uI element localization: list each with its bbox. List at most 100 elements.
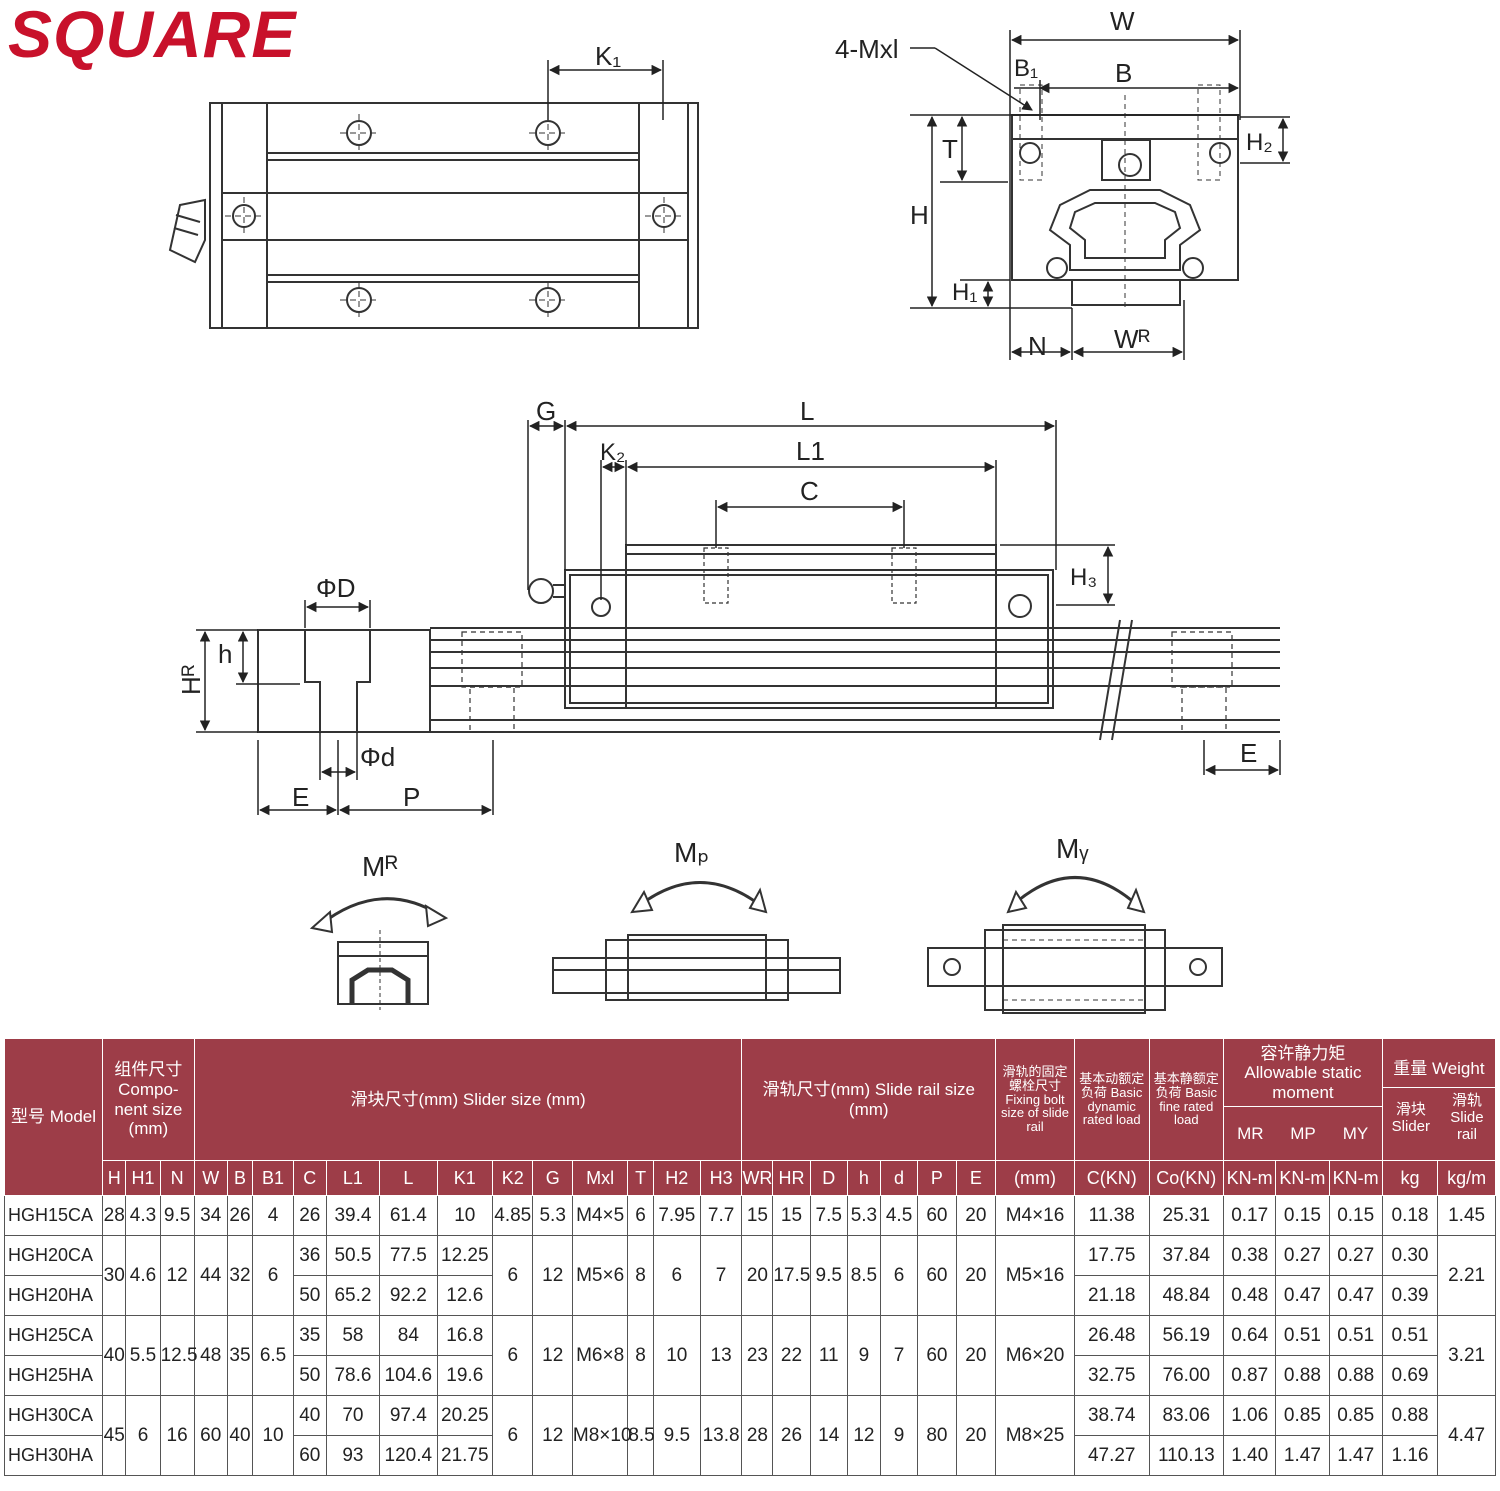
header-component: 组件尺寸 Compo- nent size (mm) [102,1038,195,1161]
table-cell: 77.5 [379,1235,438,1276]
column-header: H2 [652,1160,701,1196]
table-cell: 20 [955,1395,997,1476]
g-label: G [536,396,556,426]
table-cell: 15 [772,1195,811,1236]
table-cell: 16.8 [436,1315,494,1356]
table-cell: 39.4 [325,1195,381,1236]
h3-label: H₃ [1070,564,1097,591]
model-cell: HGH25HA [3,1355,104,1396]
table-cell: 25.31 [1148,1195,1225,1236]
table-cell: 10 [252,1395,294,1476]
column-header: K2 [491,1160,534,1196]
model-cell: HGH30HA [3,1435,104,1476]
header-moment-title: 容许静力矩 Allowable static moment [1224,1040,1382,1108]
h-label: H [910,200,929,230]
table-cell: 15 [741,1195,774,1236]
e-label: E [292,782,309,812]
weight-slider-label: 滑块 Slider [1391,1100,1431,1135]
table-cell: 5.3 [532,1195,573,1236]
table-cell: M5×16 [995,1235,1075,1316]
table-cell: 58 [325,1315,381,1356]
wr-label: Wᴿ [1114,324,1151,354]
c-label: C [800,476,819,506]
side-view-dims [196,420,1281,816]
column-header: B1 [252,1160,294,1196]
table-cell: 56.19 [1148,1315,1225,1356]
column-header: H1 [125,1160,161,1196]
table-cell: 1.45 [1437,1195,1496,1236]
table-cell: M8×10 [571,1395,632,1476]
header-stat: 基本静额定负荷 Basic fine rated load [1148,1038,1225,1161]
table-cell: 76.00 [1148,1355,1225,1396]
column-header: H3 [699,1160,743,1196]
table-cell: 23 [741,1315,774,1396]
h2-label: H₂ [1246,129,1273,156]
column-header: T [627,1160,654,1196]
table-cell: 35 [292,1315,327,1356]
l-label: L [800,396,814,426]
table-cell: 40 [292,1395,327,1436]
table-cell: 60 [193,1395,228,1476]
table-cell: 38.74 [1073,1395,1150,1436]
table-cell: 4 [252,1195,294,1236]
column-header: kg/m [1437,1160,1496,1196]
column-header: K1 [436,1160,494,1196]
table-cell: 48 [193,1315,228,1396]
header-weight: 重量 Weight 滑块 Slider 滑轨 Slide rail [1381,1038,1497,1161]
table-cell: 22 [772,1315,811,1396]
table-cell: 0.88 [1328,1355,1383,1396]
b1-label: B₁ [1014,55,1038,82]
column-header: C [292,1160,327,1196]
table-cell: 20.25 [436,1395,494,1436]
table-cell: 0.85 [1328,1395,1383,1436]
table-cell: 26 [226,1195,254,1236]
table-cell: 12 [532,1395,573,1476]
table-cell: 6.5 [252,1315,294,1396]
t-label: T [942,134,958,164]
table-cell: 0.15 [1328,1195,1383,1236]
table-cell: 26 [772,1395,811,1476]
table-cell: 20 [955,1235,997,1316]
table-cell: 0.88 [1275,1355,1330,1396]
table-cell: 1.40 [1223,1435,1277,1476]
table-cell: M6×20 [995,1315,1075,1396]
table-cell: 12 [159,1235,195,1316]
table-cell: 6 [491,1235,534,1316]
table-cell: 11 [809,1315,848,1396]
table-cell: 1.06 [1223,1395,1277,1436]
table-cell: 45 [102,1395,127,1476]
brand-title: SQUARE [8,0,297,71]
h-small-label: h [218,639,232,669]
table-cell: 6 [252,1235,294,1316]
table-cell: 26.48 [1073,1315,1150,1356]
mr-label: Mᴿ [362,851,398,882]
table-cell: 34 [193,1195,228,1236]
table-cell: 1.47 [1275,1435,1330,1476]
header-rail: 滑轨尺寸(mm) Slide rail size (mm) [741,1038,997,1161]
table-cell: 8 [627,1235,654,1316]
p-label: P [403,782,420,812]
h1-label: H₁ [952,279,977,306]
column-header: L1 [325,1160,381,1196]
column-header: (mm) [995,1160,1075,1196]
header-model: 型号 Model [3,1038,104,1196]
column-header: D [809,1160,848,1196]
table-cell: 8.5 [846,1235,881,1316]
technical-drawing: K₁ W [168,6,1290,1014]
header-moment: 容许静力矩 Allowable static moment MR MP MY [1223,1038,1383,1161]
table-cell: 14 [809,1395,848,1476]
table-cell: 83.06 [1148,1395,1225,1436]
table-cell: 2.21 [1437,1235,1496,1316]
my-col-label: MY [1342,1123,1369,1143]
table-cell: 60 [917,1315,957,1396]
table-cell: 7.95 [652,1195,701,1236]
table-cell: 12.5 [159,1315,198,1396]
table-cell: 50 [292,1355,327,1396]
table-cell: 28 [741,1395,774,1476]
table-cell: 9.5 [652,1395,701,1476]
table-cell: 50.5 [325,1235,381,1276]
table-cell: 7.5 [809,1195,848,1236]
